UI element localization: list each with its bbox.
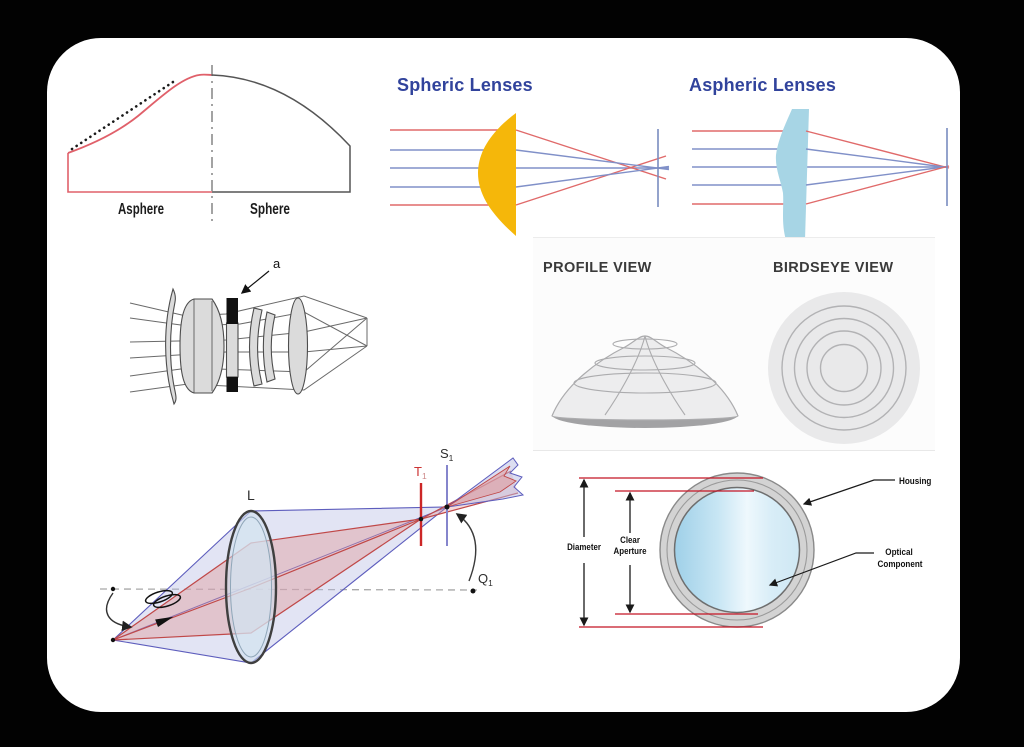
dotted-sphere-reference-line bbox=[70, 80, 175, 151]
sagittal-focus-point bbox=[444, 504, 450, 510]
spheric-lens bbox=[478, 113, 516, 236]
q1-point bbox=[470, 588, 476, 594]
tangential-label: T1 bbox=[414, 464, 427, 481]
aperture-label: a bbox=[273, 256, 281, 271]
birdseye-disc bbox=[768, 292, 920, 444]
aspheric-lenses-title: Aspheric Lenses bbox=[689, 75, 837, 95]
birdseye-view-title: BIRDSEYE VIEW bbox=[773, 260, 894, 276]
q1-label: Q1 bbox=[478, 571, 493, 588]
tangential-focus-point bbox=[418, 516, 424, 522]
sphere-label: Sphere bbox=[250, 201, 290, 218]
aspheric-lens-ray-diagram bbox=[692, 109, 950, 240]
lens-element-1 bbox=[165, 287, 177, 406]
astigmatism-lens-inner bbox=[230, 516, 272, 658]
optical-component-label-line1: Optical bbox=[885, 547, 912, 558]
asphere-sphere-diagram: Asphere Sphere bbox=[67, 65, 351, 222]
aspheric-refracted-blue-top bbox=[805, 148, 949, 169]
red-wavy-fan bbox=[446, 465, 517, 508]
lens-system-diagram: a bbox=[129, 256, 368, 406]
spheric-refracted-red-top bbox=[515, 129, 667, 180]
lens-element-2 bbox=[179, 298, 225, 394]
birdseye-rings bbox=[781, 305, 907, 431]
profile-view-title: PROFILE VIEW bbox=[543, 260, 652, 276]
housing-leader-arrow bbox=[802, 479, 895, 506]
lens-label: L bbox=[247, 487, 255, 503]
aspheric-refracted-red-top bbox=[805, 130, 950, 169]
birdseye-view-drawing bbox=[768, 292, 920, 444]
housing-label: Housing bbox=[899, 476, 931, 487]
housing-diagram: Diameter Clear Aperture Housing Optical … bbox=[567, 472, 931, 628]
rotation-arc-arrow bbox=[105, 592, 133, 632]
source-point bbox=[110, 637, 116, 643]
aperture-stop bbox=[226, 298, 238, 392]
asphere-profile-curve bbox=[67, 73, 213, 154]
lens-element-4 bbox=[249, 307, 263, 387]
sphere-profile-curve bbox=[211, 74, 351, 193]
optical-axis-dashed bbox=[99, 588, 478, 591]
spheric-refracted-red-bottom bbox=[515, 155, 667, 206]
aspheric-lens bbox=[775, 109, 809, 240]
spheric-refracted-blue-top bbox=[515, 149, 670, 171]
lens-element-6 bbox=[287, 297, 309, 395]
lens-element-5 bbox=[262, 311, 276, 383]
dome-contour-rings bbox=[573, 335, 717, 416]
lens-elements bbox=[165, 287, 309, 406]
dimension-arrows bbox=[579, 478, 635, 627]
optical-component-leader-arrow bbox=[768, 552, 874, 587]
beam-direction-arrowhead bbox=[155, 616, 174, 627]
profile-view-drawing bbox=[551, 335, 739, 428]
astigmatism-diagram: L T1 S1 Q1 bbox=[99, 446, 525, 665]
spheric-lens-ray-diagram bbox=[390, 113, 670, 236]
sagittal-label: S1 bbox=[440, 446, 454, 463]
asphere-label: Asphere bbox=[118, 201, 164, 218]
aspheric-refracted-red-bottom bbox=[805, 165, 950, 205]
dome-silhouette bbox=[551, 335, 739, 421]
spheric-lenses-title: Spheric Lenses bbox=[397, 75, 533, 95]
clear-aperture-label-line1: Clear bbox=[620, 535, 640, 546]
axis-start-point bbox=[110, 586, 116, 592]
beam-rotation-ellipses bbox=[144, 589, 182, 609]
views-panel: PROFILE VIEW BIRDSEYE VIEW bbox=[533, 237, 935, 451]
asphere-outline-base bbox=[67, 153, 212, 193]
optical-component-label-line2: Component bbox=[878, 559, 923, 570]
spheric-refracted-blue-bottom bbox=[515, 165, 670, 188]
housing-ring-inner-line bbox=[666, 479, 808, 621]
lens-element-3 bbox=[225, 322, 239, 378]
optical-component-lens bbox=[673, 486, 801, 614]
aspheric-refracted-blue-bottom bbox=[805, 165, 949, 186]
q1-pointer-arrow bbox=[455, 513, 477, 582]
aperture-pointer-arrow bbox=[240, 270, 270, 294]
diameter-label: Diameter bbox=[567, 542, 602, 553]
clear-aperture-label-line2: Aperture bbox=[614, 546, 647, 557]
dimension-lines bbox=[579, 477, 763, 628]
